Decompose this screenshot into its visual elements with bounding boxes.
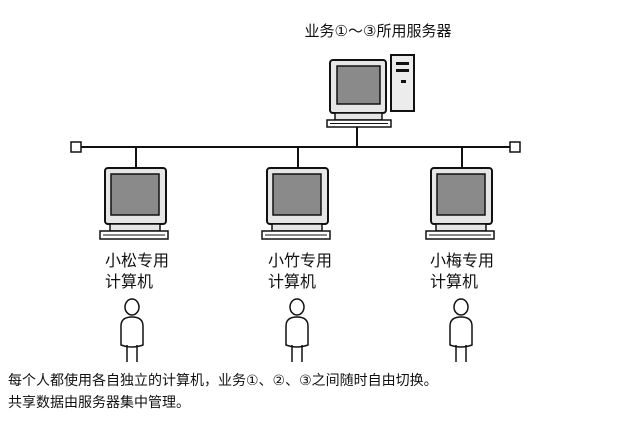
client-2-name-line2: 计算机 (268, 272, 316, 291)
terminator-left (70, 141, 82, 153)
caption-line-2: 共享数据由服务器集中管理。 (8, 394, 190, 411)
server-label: 业务①～③所用服务器 (305, 22, 452, 40)
server-computer (326, 54, 415, 128)
client-computer-3 (425, 167, 495, 240)
client-computer-2 (261, 167, 331, 240)
client-computer-1 (99, 167, 169, 240)
client-3-name-line1: 小梅专用 (430, 251, 494, 270)
person-icon-1 (120, 298, 144, 362)
person-icon-2 (285, 298, 309, 362)
terminator-right (509, 141, 521, 153)
client-1-name-line2: 计算机 (105, 272, 153, 291)
person-icon-3 (449, 298, 473, 362)
caption-line-1: 每个人都使用各自独立的计算机，业务①、②、③之间随时自由切换。 (8, 372, 438, 389)
client-2-name-line1: 小竹专用 (268, 251, 332, 270)
network-backbone (81, 127, 510, 168)
client-1-name-line1: 小松专用 (105, 251, 169, 270)
client-3-name-line2: 计算机 (430, 272, 478, 291)
